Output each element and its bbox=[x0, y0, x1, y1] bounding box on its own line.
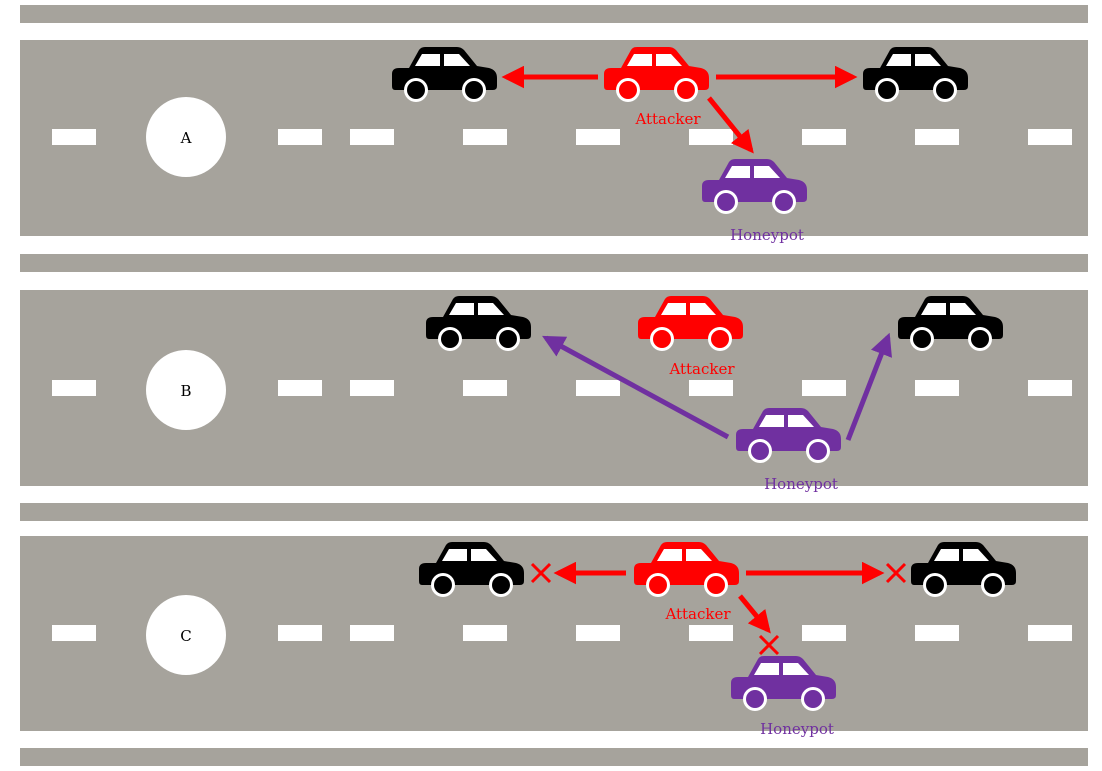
honeypot-label: Honeypot bbox=[760, 720, 834, 738]
arrow-attacker-to-honeypot bbox=[707, 96, 754, 154]
honeypot-label: Honeypot bbox=[730, 226, 804, 244]
road-b-shoulder-bottom bbox=[20, 503, 1088, 521]
panel-label-circle bbox=[146, 97, 226, 177]
x-icon bbox=[885, 562, 907, 584]
arrow-attacker-to-honeypot bbox=[738, 594, 771, 634]
panel-label: B bbox=[180, 382, 191, 400]
road-c-shoulder-bottom bbox=[20, 748, 1088, 766]
panel-label: C bbox=[180, 627, 191, 645]
honeypot-label: Honeypot bbox=[764, 475, 838, 493]
arrow-honeypot-to-right bbox=[845, 332, 892, 441]
panel-label: A bbox=[180, 129, 192, 147]
lane-dashes-b bbox=[52, 380, 1072, 396]
lane-dashes-c bbox=[52, 625, 1072, 641]
x-icon bbox=[758, 634, 780, 656]
arrow-honeypot-to-left bbox=[542, 335, 730, 440]
panel-b: B Attacker Honeypot bbox=[20, 290, 1088, 521]
attacker-label: Attacker bbox=[664, 605, 731, 623]
panel-c: C Attacker Honeypot bbox=[20, 536, 1088, 766]
attacker-label: Attacker bbox=[634, 110, 701, 128]
panel-label-circle bbox=[146, 350, 226, 430]
x-icon bbox=[530, 562, 552, 584]
road-a-shoulder-top bbox=[20, 5, 1088, 23]
lane-dashes-a bbox=[52, 129, 1072, 145]
panel-a: A Attacker Honeypot bbox=[20, 5, 1088, 272]
attacker-label: Attacker bbox=[668, 360, 735, 378]
panel-label-circle bbox=[146, 595, 226, 675]
road-a-shoulder-bottom bbox=[20, 254, 1088, 272]
